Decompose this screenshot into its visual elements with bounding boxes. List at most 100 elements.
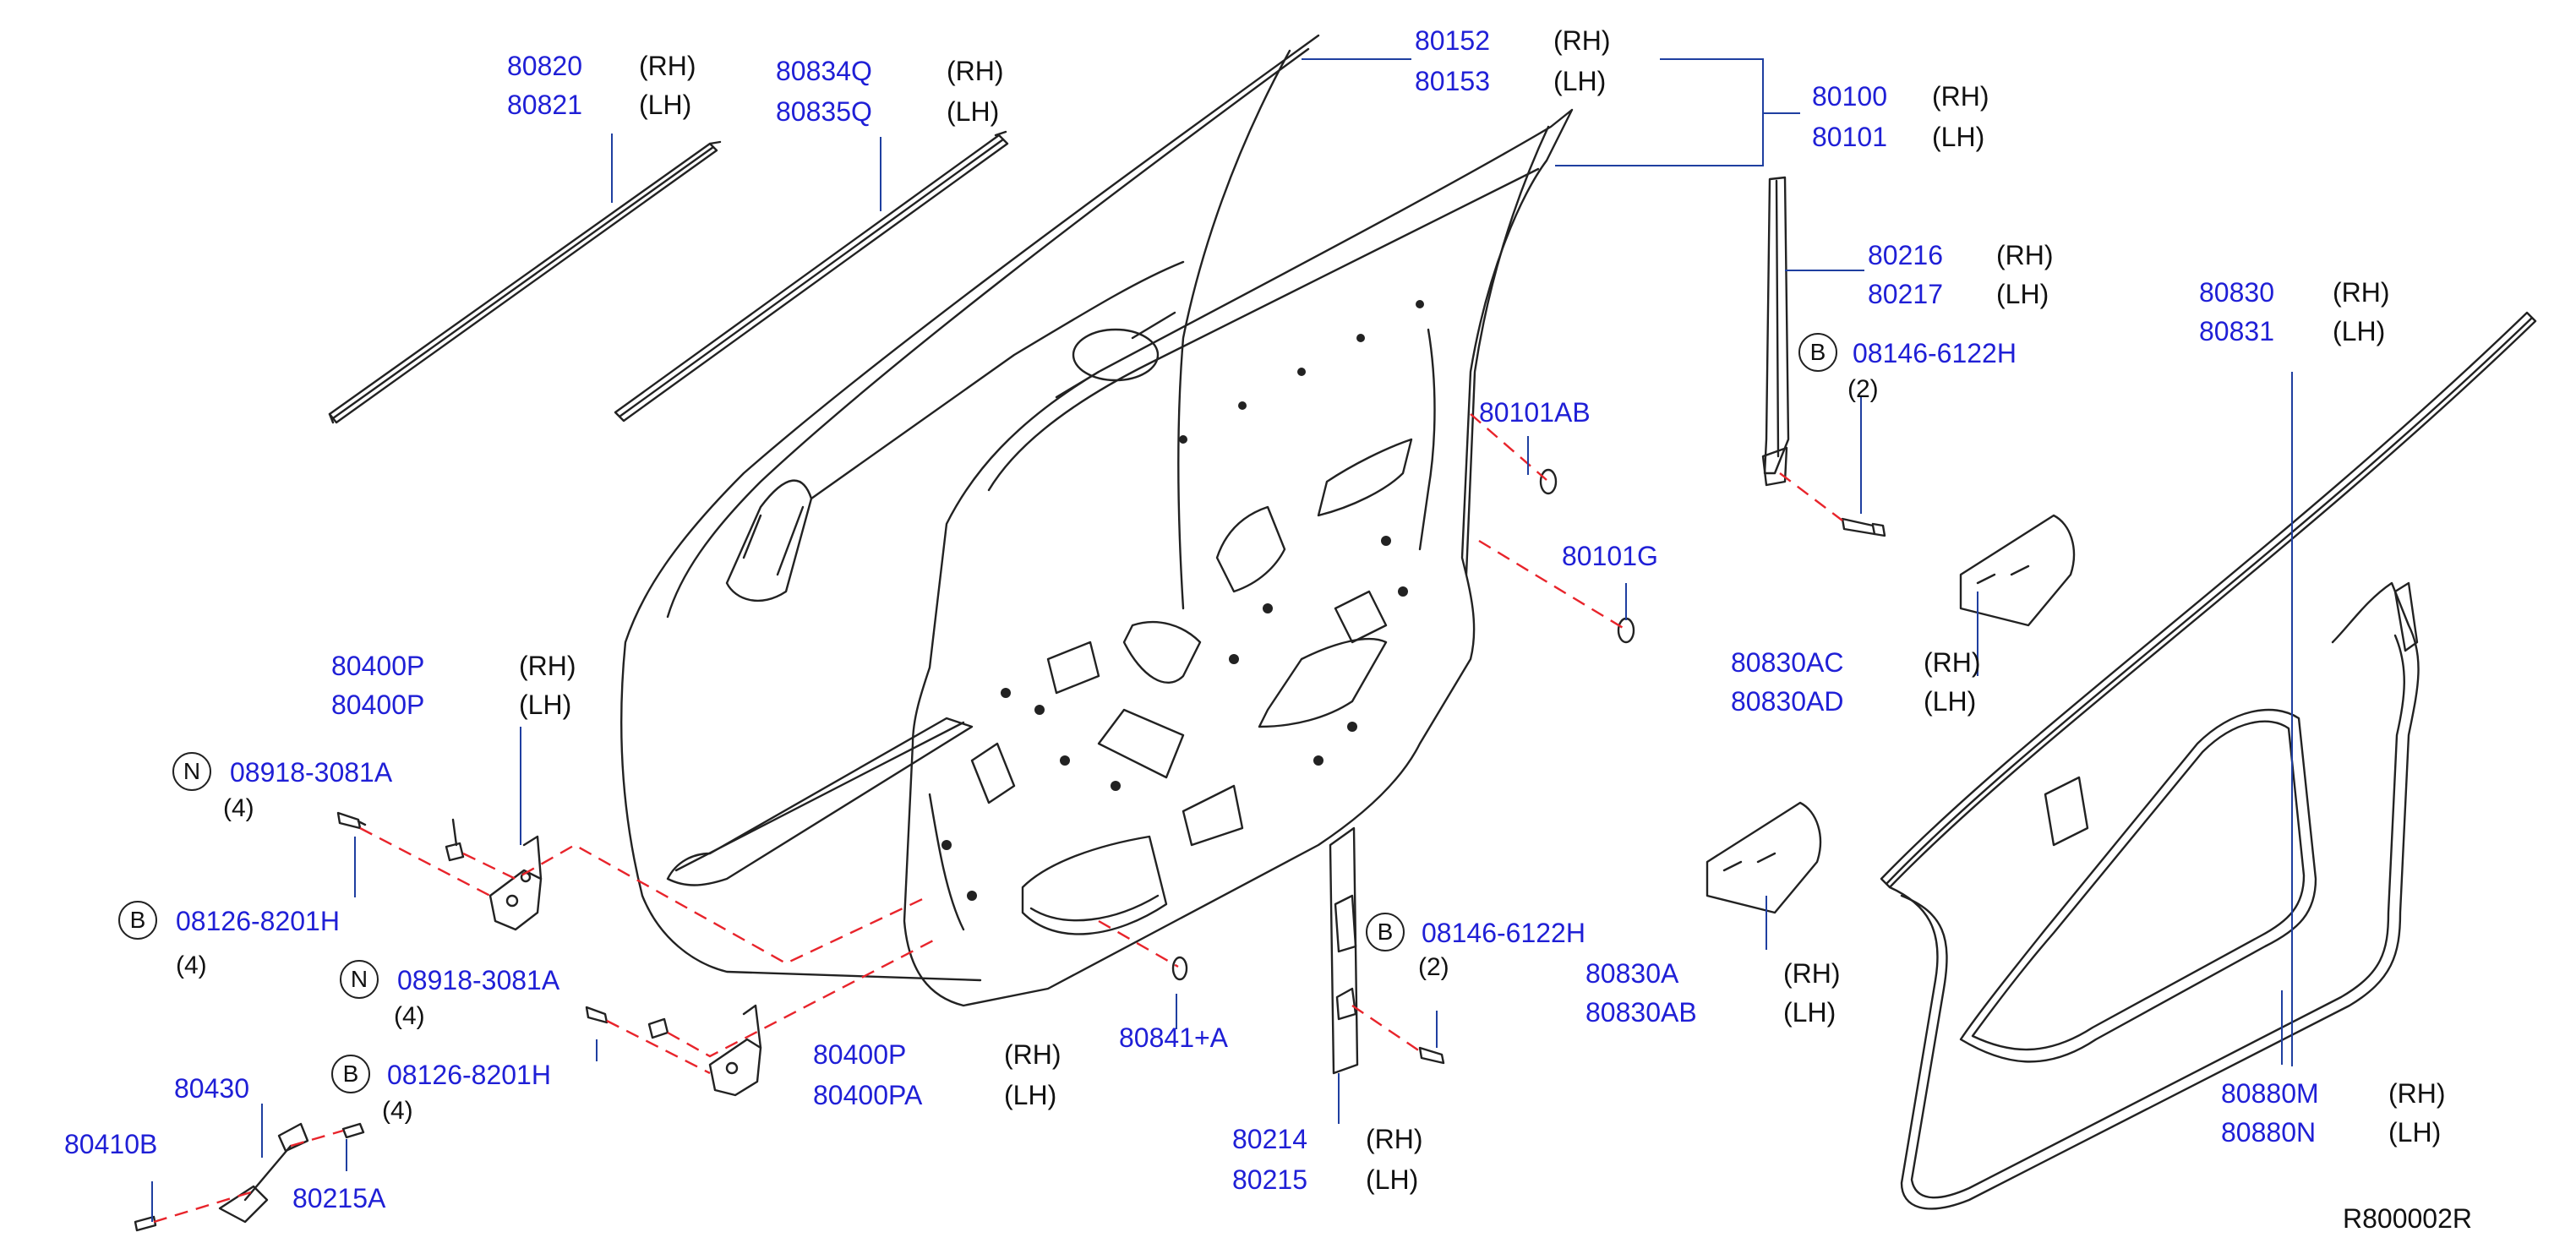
part-number-80400p[interactable]: 80400P <box>813 1039 907 1070</box>
part-number-80430[interactable]: 80430 <box>174 1073 249 1104</box>
dash-80841a <box>1098 919 1179 968</box>
badge-b: B <box>331 1055 370 1093</box>
part-number-80835q[interactable]: 80835Q <box>776 96 872 127</box>
part-number-80215[interactable]: 80215 <box>1232 1164 1307 1195</box>
quantity-label: (2) <box>1418 953 1449 981</box>
badge-n: N <box>340 960 379 999</box>
part-number-08146-6122h[interactable]: 08146-6122H <box>1853 338 2017 368</box>
part-number-80101g[interactable]: 80101G <box>1562 541 1658 571</box>
part-number-80821[interactable]: 80821 <box>507 90 582 120</box>
part-number-80830a[interactable]: 80830A <box>1585 958 1679 989</box>
side-label-rh: (RH) <box>639 51 696 81</box>
part-number-80216[interactable]: 80216 <box>1868 240 1943 270</box>
side-label-lh: (LH) <box>947 96 1000 127</box>
side-label-lh: (LH) <box>1553 66 1607 96</box>
outer-molding-80834q <box>614 130 1009 423</box>
quantity-label: (4) <box>176 951 207 979</box>
part-number-80101[interactable]: 80101 <box>1812 122 1887 152</box>
part-number-80152[interactable]: 80152 <box>1415 25 1490 56</box>
dash-grommet-80101ab <box>1470 413 1547 481</box>
part-number-80880n[interactable]: 80880N <box>2221 1117 2317 1148</box>
outer-molding-80820 <box>328 140 722 424</box>
part-number-80880m[interactable]: 80880M <box>2221 1078 2319 1109</box>
part-number-08146-6122h[interactable]: 08146-6122H <box>1422 918 1585 948</box>
part-number-80101ab[interactable]: 80101AB <box>1479 397 1591 428</box>
side-label-rh: (RH) <box>947 56 1004 86</box>
door-inner-panel <box>903 108 1574 1007</box>
grommet-80841a <box>1171 956 1188 981</box>
part-number-80410b[interactable]: 80410B <box>64 1129 158 1159</box>
cover-80830a <box>1706 801 1822 914</box>
part-number-80400pa[interactable]: 80400PA <box>813 1080 923 1110</box>
side-label-lh: (LH) <box>2333 316 2386 346</box>
side-label-rh: (RH) <box>1996 240 2054 270</box>
part-number-80214[interactable]: 80214 <box>1232 1124 1307 1154</box>
part-number-80830ab[interactable]: 80830AB <box>1585 997 1697 1028</box>
part-number-80831[interactable]: 80831 <box>2199 316 2274 346</box>
quantity-label: (4) <box>223 794 254 822</box>
bolt-lower <box>585 1006 609 1024</box>
side-label-rh: (RH) <box>1004 1039 1062 1070</box>
bolt-08146-upper <box>1841 517 1886 537</box>
part-number-80830ad[interactable]: 80830AD <box>1731 686 1844 717</box>
nut-upper <box>445 818 465 862</box>
hinge-lower-80400p <box>708 1004 762 1097</box>
door-check-80430 <box>134 1122 365 1232</box>
part-number-80100[interactable]: 80100 <box>1812 81 1887 112</box>
part-number-80400p[interactable]: 80400P <box>331 651 425 681</box>
side-label-lh: (LH) <box>1366 1164 1419 1195</box>
part-number-08918-3081a[interactable]: 08918-3081A <box>397 965 560 995</box>
side-label-lh: (LH) <box>2388 1117 2442 1148</box>
side-label-rh: (RH) <box>2388 1078 2446 1109</box>
side-label-rh: (RH) <box>1932 81 1989 112</box>
side-label-lh: (LH) <box>1924 686 1977 717</box>
side-label-rh: (RH) <box>2333 277 2390 308</box>
side-label-rh: (RH) <box>1553 25 1611 56</box>
diagram-reference-code: R800002R <box>2343 1203 2472 1234</box>
quantity-label: (4) <box>394 1002 425 1030</box>
grommet-80101ab <box>1539 468 1558 495</box>
side-label-lh: (LH) <box>639 90 692 120</box>
side-label-lh: (LH) <box>1783 997 1836 1028</box>
dash-upper-hinge <box>359 826 931 965</box>
part-number-80834q[interactable]: 80834Q <box>776 56 872 86</box>
part-number-80830[interactable]: 80830 <box>2199 277 2274 308</box>
part-number-80820[interactable]: 80820 <box>507 51 582 81</box>
dash-lower-hinge <box>606 936 939 1075</box>
part-number-08126-8201h[interactable]: 08126-8201H <box>387 1060 551 1090</box>
side-label-rh: (RH) <box>1924 647 1981 678</box>
side-label-rh: (RH) <box>1783 958 1841 989</box>
side-label-rh: (RH) <box>519 651 576 681</box>
badge-b: B <box>1366 913 1405 951</box>
part-number-80153[interactable]: 80153 <box>1415 66 1490 96</box>
side-label-lh: (LH) <box>519 690 572 720</box>
side-label-lh: (LH) <box>1004 1080 1057 1110</box>
badge-n: N <box>172 752 211 791</box>
cover-80830ac <box>1959 514 2076 627</box>
dash-bolt-upper-sash <box>1779 472 1843 521</box>
weatherstrip-80880m <box>1888 581 2420 1210</box>
dash-door-check <box>153 1129 344 1224</box>
channel-80214 <box>1329 826 1359 1075</box>
quantity-label: (2) <box>1847 375 1879 403</box>
dash-grommet-80101g <box>1478 539 1625 630</box>
part-number-80215a[interactable]: 80215A <box>292 1183 386 1213</box>
sash-80216 <box>1761 176 1790 487</box>
badge-b: B <box>118 901 157 940</box>
badge-b: B <box>1798 333 1837 372</box>
side-label-lh: (LH) <box>1996 279 2049 309</box>
door-outer-panel <box>619 34 1320 982</box>
weatherstrip-80830 <box>1880 311 2537 889</box>
part-number-08918-3081a[interactable]: 08918-3081A <box>230 757 393 788</box>
part-number-80217[interactable]: 80217 <box>1868 279 1943 309</box>
side-label-lh: (LH) <box>1932 122 1985 152</box>
side-label-rh: (RH) <box>1366 1124 1423 1154</box>
part-number-08126-8201h[interactable]: 08126-8201H <box>176 906 340 936</box>
bolt-08146-lower <box>1418 1046 1445 1065</box>
quantity-label: (4) <box>382 1097 413 1125</box>
part-number-80830ac[interactable]: 80830AC <box>1731 647 1844 678</box>
part-number-80400p[interactable]: 80400P <box>331 690 425 720</box>
dash-channel-bolt <box>1351 1005 1421 1052</box>
part-number-80841a[interactable]: 80841+A <box>1119 1022 1229 1053</box>
